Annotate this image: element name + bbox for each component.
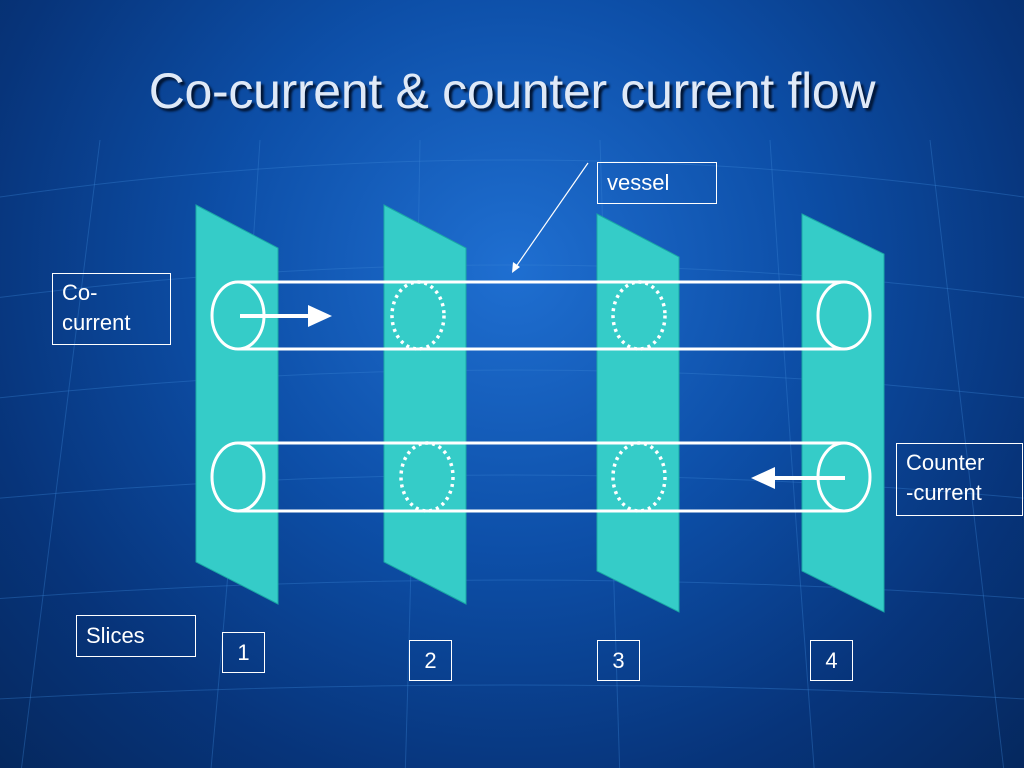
slide-title: Co-current & counter current flow bbox=[148, 63, 876, 119]
slice-4 bbox=[801, 213, 885, 613]
slice-number-2: 2 bbox=[409, 640, 452, 681]
slice-1 bbox=[195, 204, 279, 605]
slice-number-4: 4 bbox=[810, 640, 853, 681]
upper-vessel bbox=[210, 280, 872, 351]
slice-number-1: 1 bbox=[222, 632, 265, 673]
slice-2 bbox=[383, 204, 467, 605]
co-current-label: Co- current bbox=[52, 273, 171, 345]
vessel-pointer bbox=[512, 162, 589, 273]
upper-vessel-cross-sections bbox=[390, 280, 667, 351]
lower-vessel bbox=[210, 441, 872, 513]
lower-vessel-cross-sections bbox=[399, 441, 667, 513]
slice-number-3: 3 bbox=[597, 640, 640, 681]
counter-current-arrow bbox=[751, 467, 845, 489]
counter-current-label: Counter -current bbox=[896, 443, 1023, 516]
vessel-label: vessel bbox=[597, 162, 717, 204]
co-current-arrow bbox=[240, 305, 332, 327]
slices-label: Slices bbox=[76, 615, 196, 657]
slice-3 bbox=[596, 213, 680, 613]
